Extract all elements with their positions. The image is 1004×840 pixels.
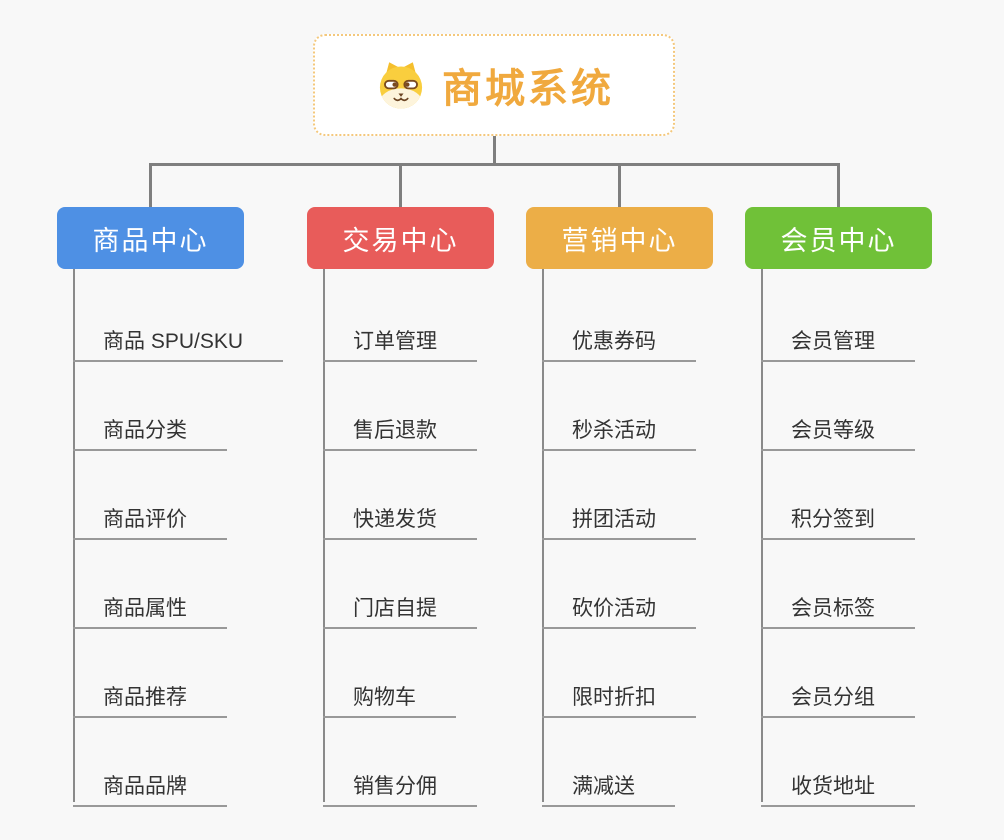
- leaf-label: 订单管理: [353, 330, 437, 353]
- leaf-node[interactable]: 商品分类: [73, 404, 227, 451]
- leaf-label: 商品推荐: [103, 686, 187, 709]
- leaf-node[interactable]: 售后退款: [323, 404, 477, 451]
- trunk-connector-line: [542, 269, 544, 802]
- leaf-node[interactable]: 商品属性: [73, 582, 227, 629]
- leaf-node[interactable]: 秒杀活动: [542, 404, 696, 451]
- leaf-node[interactable]: 会员管理: [761, 315, 915, 362]
- leaf-label: 商品品牌: [103, 775, 187, 798]
- branch-label: 会员中心: [780, 225, 897, 256]
- leaf-node[interactable]: 商品推荐: [73, 671, 227, 718]
- leaf-label: 快递发货: [353, 508, 437, 531]
- branch-label: 营销中心: [561, 225, 678, 256]
- trunk-connector-line: [761, 269, 763, 802]
- root-node[interactable]: 商城系统: [313, 34, 675, 136]
- leaf-node[interactable]: 收货地址: [761, 760, 915, 807]
- branch-connector-line: [837, 163, 840, 209]
- root-connector-line: [493, 136, 496, 166]
- leaf-label: 会员标签: [791, 597, 875, 620]
- leaf-label: 门店自提: [353, 597, 437, 620]
- dog-face-icon: [374, 58, 428, 112]
- leaf-node[interactable]: 订单管理: [323, 315, 477, 362]
- leaf-node[interactable]: 会员分组: [761, 671, 915, 718]
- leaf-label: 积分签到: [791, 508, 875, 531]
- leaf-node[interactable]: 商品 SPU/SKU: [73, 315, 284, 362]
- leaf-label: 收货地址: [791, 775, 875, 798]
- leaf-node[interactable]: 商品品牌: [73, 760, 227, 807]
- root-title: 商城系统: [442, 67, 614, 111]
- leaf-node[interactable]: 优惠券码: [542, 315, 696, 362]
- branch-node[interactable]: 商品中心: [57, 207, 244, 269]
- leaf-label: 购物车: [353, 686, 416, 709]
- trunk-connector-line: [73, 269, 75, 802]
- leaf-node[interactable]: 销售分佣: [323, 760, 477, 807]
- leaf-node[interactable]: 商品评价: [73, 493, 227, 540]
- branch-node[interactable]: 营销中心: [526, 207, 713, 269]
- branch-label: 商品中心: [92, 225, 209, 256]
- leaf-label: 商品评价: [103, 508, 187, 531]
- branch-connector-line: [618, 163, 621, 209]
- leaf-node[interactable]: 满减送: [542, 760, 675, 807]
- leaf-label: 拼团活动: [572, 508, 656, 531]
- leaf-node[interactable]: 购物车: [323, 671, 456, 718]
- leaf-node[interactable]: 砍价活动: [542, 582, 696, 629]
- leaf-node[interactable]: 快递发货: [323, 493, 477, 540]
- branch-label: 交易中心: [342, 225, 459, 256]
- branch-connector-line: [399, 163, 402, 209]
- leaf-label: 秒杀活动: [572, 419, 656, 442]
- leaf-node[interactable]: 拼团活动: [542, 493, 696, 540]
- branch-node[interactable]: 交易中心: [307, 207, 494, 269]
- leaf-node[interactable]: 限时折扣: [542, 671, 696, 718]
- leaf-node[interactable]: 会员等级: [761, 404, 915, 451]
- leaf-node[interactable]: 门店自提: [323, 582, 477, 629]
- leaf-label: 会员分组: [791, 686, 875, 709]
- leaf-label: 会员管理: [791, 330, 875, 353]
- leaf-label: 砍价活动: [572, 597, 656, 620]
- leaf-label: 商品属性: [103, 597, 187, 620]
- leaf-label: 限时折扣: [572, 686, 656, 709]
- leaf-label: 售后退款: [353, 419, 437, 442]
- leaf-node[interactable]: 会员标签: [761, 582, 915, 629]
- leaf-node[interactable]: 积分签到: [761, 493, 915, 540]
- leaf-label: 销售分佣: [353, 775, 437, 798]
- leaf-label: 商品分类: [103, 419, 187, 442]
- leaf-label: 满减送: [572, 775, 635, 798]
- branch-node[interactable]: 会员中心: [745, 207, 932, 269]
- trunk-connector-line: [323, 269, 325, 802]
- leaf-label: 商品 SPU/SKU: [103, 330, 244, 353]
- branch-connector-line: [149, 163, 152, 209]
- leaf-label: 会员等级: [791, 419, 875, 442]
- leaf-label: 优惠券码: [572, 330, 656, 353]
- bus-connector-line: [149, 163, 840, 166]
